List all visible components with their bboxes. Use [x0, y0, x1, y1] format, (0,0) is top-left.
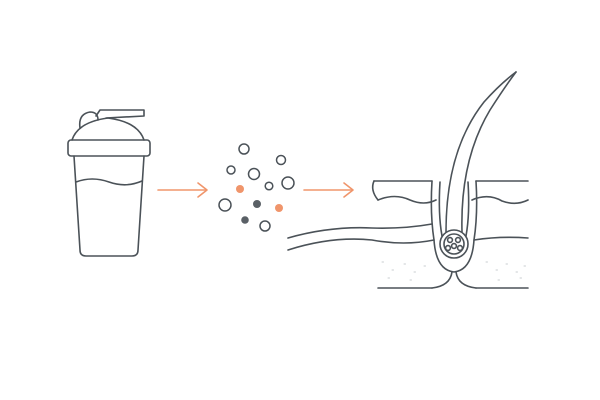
particle-accent-dot [275, 204, 283, 212]
particle-dark-dot [241, 216, 249, 224]
particle-outline-circle [275, 154, 287, 166]
particle-outline-circle [226, 165, 236, 175]
arrow-right-icon [157, 182, 208, 198]
particle-accent-dot [236, 185, 244, 193]
hair-follicle-skin-icon [287, 71, 529, 289]
nutrient-particles-icon [218, 143, 295, 232]
particle-outline-circle [218, 198, 232, 212]
particle-dark-dot [253, 200, 261, 208]
particle-outline-circle [281, 176, 295, 190]
arrow-right-icon [303, 182, 354, 198]
particle-outline-circle [238, 143, 250, 155]
particle-outline-circle [259, 220, 271, 232]
particle-outline-circle [264, 181, 274, 191]
protein-shaker-icon [67, 109, 151, 257]
particle-outline-circle [247, 167, 261, 181]
skin-texture-dots [381, 261, 526, 281]
